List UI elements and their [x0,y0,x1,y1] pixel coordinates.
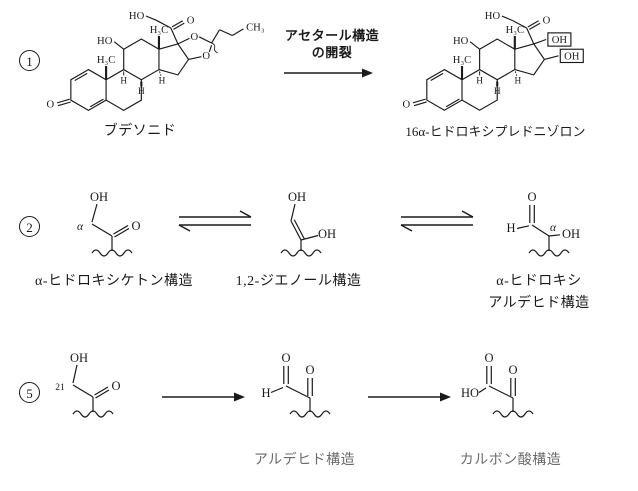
acetal-o1-label: O [190,32,198,43]
chain-ch3-label: CH₃ [246,23,265,34]
product-caption: 16α-ヒドロキシプレドニゾロン [405,124,586,139]
acid-o-label: O [484,351,493,365]
reaction-arrow-icon [284,68,373,78]
aldehyde-o-label: O [281,351,290,365]
c13-methyl-label: H₃C [150,25,168,36]
aldehyde-h-label: H [506,221,515,235]
bonds [72,364,114,418]
reaction-arrow-icon [162,392,245,402]
attachment-squiggle [280,249,322,257]
step-number-5: 5 [19,382,40,403]
c17-oh-boxed-label: OH [552,35,568,46]
aldehyde-o-label: O [527,190,536,204]
oh-right-label: OH [318,227,336,241]
ketone-o-label: O [403,100,411,111]
caption-line1: α-ヒドロキシ [496,274,582,289]
c11-ho-label: HO [97,36,113,47]
c14-h-label: H [159,77,166,87]
product-stereo-h-bonds [479,71,518,76]
c20-carbonyl-o-label: O [543,16,551,27]
bonds [280,203,322,257]
oh-top-label: OH [288,190,306,204]
equilibrium-arrow-icon [400,210,474,232]
alpha-hydroxyketone-structure: OH α O [77,190,141,257]
alpha-label: α [77,221,84,233]
c21-hydroxyketone-structure: OH 21 O [55,351,121,418]
acid-ho-label: HO [461,386,479,400]
step-number-2: 2 [19,216,40,237]
c11-ho-label: HO [453,36,469,47]
budesonide-structure: O HO H₃C H₃C O HO O O CH₃ H H H [47,11,265,111]
attachment-squiggle [91,249,133,257]
c10-methyl-label: H₃C [97,55,115,66]
reagent-label: アセタール構造 の開裂 [262,28,402,62]
bonds [91,203,133,257]
position-21-label: 21 [55,383,65,393]
reagent-label-line2: の開裂 [311,44,353,60]
caption-alpha-hydroxyaldehyde: α-ヒドロキシ アルデヒド構造 [455,271,623,314]
oh-label: OH [70,351,88,365]
c20-carbonyl-o-label: O [187,16,195,27]
attachment-squiggle [72,410,114,418]
ketone-o-label: O [508,363,517,377]
alpha-label: α [550,222,557,234]
budesonide-atom-labels: O HO H₃C H₃C O HO O O CH₃ H H H [47,11,265,111]
enediol-structure: OH OH [280,190,336,257]
attachment-squiggle [492,410,534,418]
caption-alpha-hydroxyketone: α-ヒドロキシケトン構造 [35,274,193,289]
ketone-o-label: O [47,100,55,111]
budesonide-stereo-h-bonds [123,71,162,76]
c14-h-label: H [514,77,521,87]
step-number-1: 1 [19,50,40,71]
attachment-squiggle [289,410,331,418]
c13-methyl-label: H₃C [506,25,524,36]
c21-ho-label: HO [129,11,145,22]
product-atom-labels: O HO H₃C H₃C O HO OH OH H H H [403,11,580,110]
substrate-caption: ブデソニド [103,124,177,139]
attachment-squiggle [528,249,570,257]
bonds [478,366,534,418]
aldehyde-structure: O H O [261,351,331,418]
aldehyde-h-label: H [261,386,270,400]
c9-h-label: H [476,76,483,86]
bonds [516,205,570,257]
carbonyl-o-label: O [131,219,140,233]
c10-methyl-label: H₃C [453,55,471,66]
acetal-o2-label: O [202,51,210,62]
equilibrium-arrow-icon [178,210,252,232]
c9-h-label: H [120,76,127,86]
carboxylic-acid-structure: O HO O [461,351,534,418]
budesonide-bonds [56,15,244,111]
caption-line2: アルデヒド構造 [488,295,590,311]
caption-carboxylic-acid: カルボン酸構造 [459,453,562,468]
product-structure: O HO H₃C H₃C O HO OH OH H H H [403,11,584,111]
reagent-label-line1: アセタール構造 [284,28,380,43]
product-wedge-bonds [460,35,516,87]
caption-enediol: 1,2-ジエノール構造 [235,274,362,289]
c21-ho-label: HO [485,11,501,22]
reaction-arrow-icon [368,392,451,402]
c8-h-label: H [138,87,145,97]
ketone-o-label: O [305,363,314,377]
carbonyl-o-label: O [111,379,120,393]
c16-oh-boxed-label: OH [564,51,580,62]
budesonide-wedge-bonds [105,35,161,87]
c8-h-label: H [494,87,501,97]
oh-label: OH [562,227,580,241]
alpha-hydroxyaldehyde-structure: O H α OH [506,190,580,257]
oh-label: OH [90,190,108,204]
bonds [270,366,331,418]
caption-aldehyde: アルデヒド構造 [253,453,356,468]
